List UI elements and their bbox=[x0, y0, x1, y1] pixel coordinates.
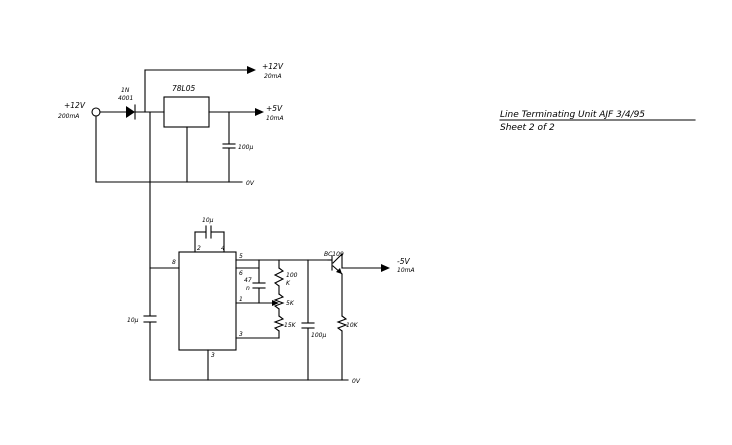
diode-1n4001 bbox=[126, 106, 135, 118]
label-diode-number: 4001 bbox=[118, 95, 133, 102]
arrow-5v bbox=[255, 108, 264, 116]
resistor-15k bbox=[273, 315, 285, 332]
label-diode-type: 1N bbox=[121, 87, 130, 94]
label-cap-100u-top: 100µ bbox=[238, 144, 253, 151]
label-cap-100u-bottom: 100µ bbox=[311, 332, 326, 339]
label-neg5-current: 10mA bbox=[397, 267, 415, 274]
arrow-neg5 bbox=[381, 264, 390, 272]
title-line-2: Sheet 2 of 2 bbox=[500, 123, 555, 133]
label-out12-current: 20mA bbox=[264, 73, 282, 80]
regulator-78l05 bbox=[163, 96, 210, 128]
transistor-emitter-arrow bbox=[336, 268, 342, 274]
label-pin-6: 6 bbox=[239, 270, 243, 277]
label-transistor: BC109 bbox=[324, 251, 344, 258]
label-pin-3b: 3 bbox=[239, 331, 243, 338]
label-cap-47-unit: n bbox=[246, 285, 250, 292]
pot-5k bbox=[273, 293, 285, 310]
ic-converter bbox=[178, 251, 237, 351]
label-pot-5k: 5K bbox=[286, 300, 295, 307]
pot-wiper-arrow bbox=[272, 300, 279, 306]
label-cap-47: 47 bbox=[244, 277, 252, 284]
label-res-10k: 10K bbox=[346, 322, 359, 329]
label-neg5-voltage: -5V bbox=[397, 257, 410, 266]
input-connector bbox=[91, 107, 101, 117]
label-ground-bottom: 0V bbox=[352, 378, 361, 385]
label-out5-voltage: +5V bbox=[266, 104, 283, 113]
resistor-100k bbox=[273, 267, 285, 287]
label-out5-current: 10mA bbox=[266, 115, 284, 122]
label-pin-4: 4 bbox=[221, 245, 225, 252]
label-regulator: 78L05 bbox=[172, 84, 195, 93]
label-pin-5: 5 bbox=[239, 253, 243, 260]
label-cap-10u-fb: 10µ bbox=[202, 217, 214, 224]
label-pin-1: 1 bbox=[239, 296, 243, 303]
label-pin-3: 3 bbox=[211, 352, 215, 359]
title-line-1: Line Terminating Unit AJF 3/4/95 bbox=[500, 110, 645, 120]
transistor-collector bbox=[332, 253, 343, 264]
label-pin-2: 2 bbox=[197, 245, 201, 252]
resistor-10k bbox=[336, 315, 348, 332]
label-out12-voltage: +12V bbox=[262, 62, 284, 71]
label-pin-8: 8 bbox=[172, 259, 176, 266]
label-ground-top: 0V bbox=[246, 180, 255, 187]
label-res-15k: 15K bbox=[284, 322, 297, 329]
label-res-100k-a: 100 bbox=[286, 272, 298, 279]
label-input-current: 200mA bbox=[58, 113, 79, 120]
label-res-100k-b: K bbox=[286, 280, 291, 287]
label-input-voltage: +12V bbox=[64, 101, 86, 110]
arrow-12v bbox=[247, 66, 256, 74]
label-cap-10u-left: 10µ bbox=[127, 317, 139, 324]
